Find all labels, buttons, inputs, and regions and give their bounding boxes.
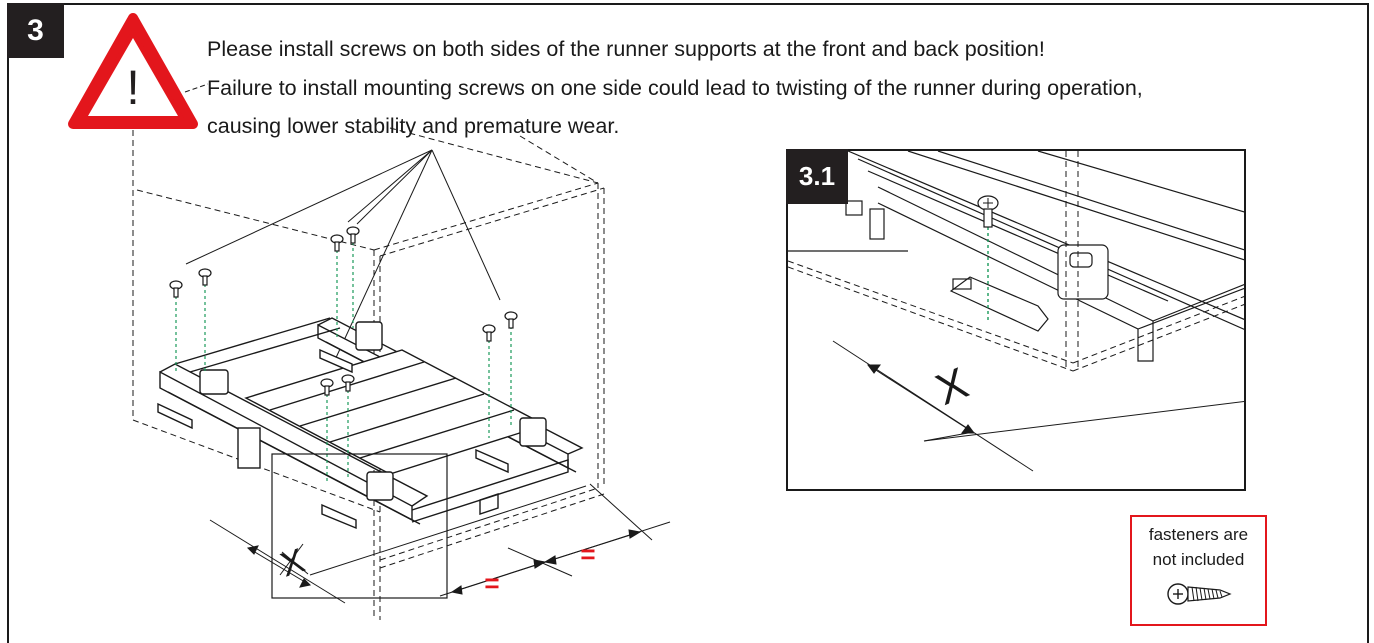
equal-sign-left: = (484, 568, 499, 598)
dimension-lines (209, 483, 671, 604)
warning-triangle-icon (68, 13, 198, 129)
fasteners-note: fasteners are not included (1130, 515, 1267, 626)
fasteners-note-line: fasteners are (1148, 525, 1249, 544)
equal-sign-right: = (580, 539, 595, 569)
warning-text-line: Please install screws on both sides of t… (207, 37, 1045, 61)
fasteners-note-line: not included (1152, 550, 1245, 569)
screw-icon (1166, 583, 1232, 605)
detail-callout-rect (271, 453, 448, 599)
leader-lines (185, 149, 501, 363)
detail-dimension-x-label: X (929, 358, 975, 414)
runner-support-brackets (157, 321, 547, 530)
runner-frame (159, 317, 584, 525)
warning-text-line: Failure to install mounting screws on on… (207, 76, 1143, 100)
detail-illustration: X (788, 151, 1244, 472)
warning-exclamation: ! (126, 62, 139, 115)
instruction-frame (7, 3, 1369, 643)
mounting-screws (169, 226, 518, 482)
step-number-badge: 3 (7, 3, 64, 58)
detail-number-badge: 3.1 (786, 149, 848, 204)
detail-view-3-1: X (786, 149, 1246, 491)
warning-text-line: causing lower stability and premature we… (207, 114, 620, 138)
dimension-x-label: X (276, 541, 309, 584)
